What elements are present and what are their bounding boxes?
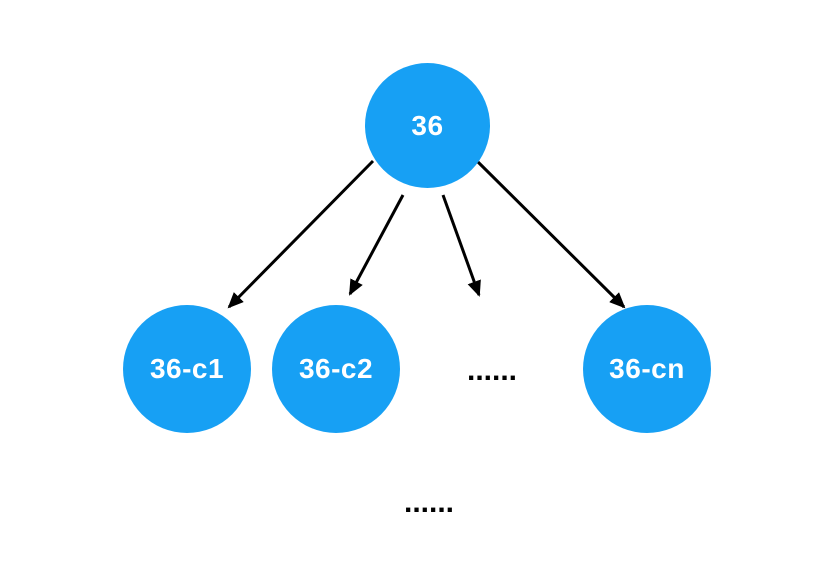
- edge-root-to-c1-arrow: [227, 159, 375, 309]
- edge-root-to-c2-arrow: [348, 194, 405, 296]
- edge-root-to-ellipsis-arrow: [441, 194, 481, 297]
- child-node-c1-label: 36-c1: [149, 353, 225, 384]
- root-node-label: 36: [411, 109, 444, 141]
- child-node-cn-label: 36-cn: [609, 353, 685, 384]
- child-node-cn: 36-cn: [583, 305, 711, 433]
- children-ellipsis: ......: [466, 354, 518, 387]
- root-node: 36: [365, 63, 490, 188]
- more-levels-ellipsis: ......: [403, 486, 455, 519]
- child-node-c1: 36-c1: [123, 305, 251, 433]
- child-node-c2: 36-c2: [272, 305, 400, 433]
- edge-root-to-cn-arrow: [476, 160, 626, 309]
- child-node-c2-label: 36-c2: [298, 353, 374, 384]
